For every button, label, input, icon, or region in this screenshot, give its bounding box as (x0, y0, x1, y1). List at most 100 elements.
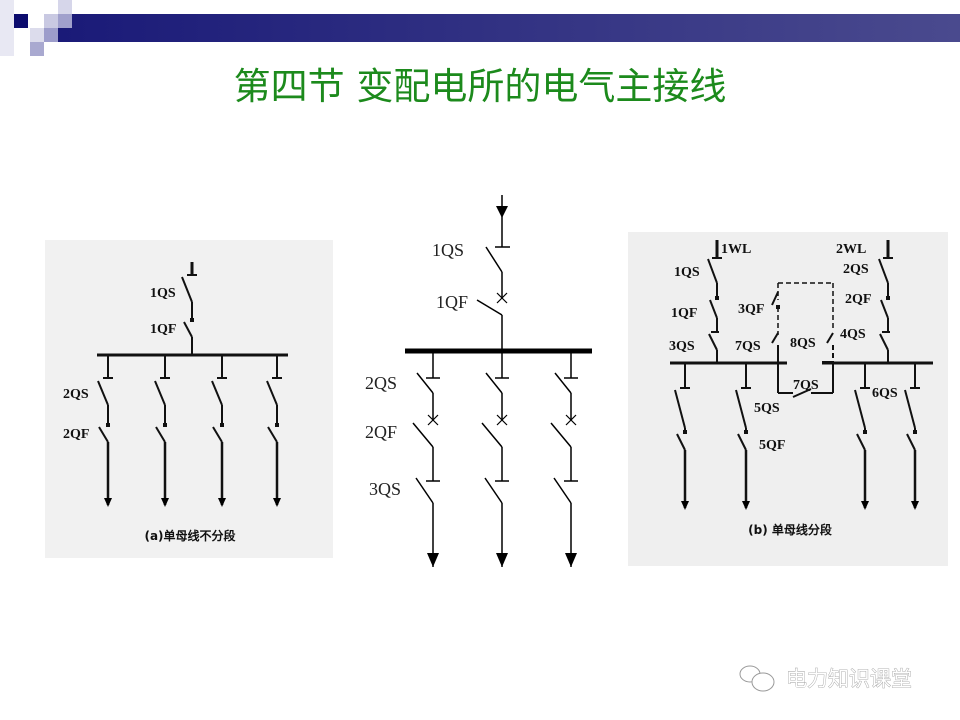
outgoing-arrow (565, 553, 577, 567)
label-8qs: 8QS (790, 336, 816, 351)
disconnector-2qs-blade (97, 380, 109, 406)
outgoing-arrow (742, 501, 750, 510)
deco-square (30, 42, 44, 56)
disconnector-blade (735, 389, 747, 429)
label-4qs: 4QS (840, 327, 866, 342)
deco-square (30, 28, 44, 42)
diagram-a (97, 262, 288, 507)
breaker-cross (427, 414, 439, 426)
deco-square (44, 28, 58, 42)
breaker-2qf-blade (550, 422, 572, 448)
label-3qs: 3QS (369, 479, 401, 499)
label-7qs: 7QS (735, 339, 761, 354)
disconnector-blade (904, 389, 916, 429)
disconnector-7qs-blade (771, 332, 779, 344)
diagram-middle (405, 195, 592, 567)
label-7qs-tie: 7QS (793, 378, 819, 393)
disconnector-3qs-blade (415, 477, 434, 504)
label-2qs: 2QS (365, 373, 397, 393)
label-1qf: 1QF (671, 306, 697, 321)
label-2qs: 2QS (843, 262, 869, 277)
disconnector-3qs-blade (484, 477, 503, 504)
breaker-blade (676, 433, 686, 451)
outgoing-arrow (496, 553, 508, 567)
outgoing-arrow (681, 501, 689, 510)
watermark-text: 电力知识课堂 (786, 667, 912, 691)
disconnector-2qs-blade (211, 380, 223, 406)
deco-square (58, 14, 72, 28)
label-1qs: 1QS (150, 286, 176, 301)
label-2qf: 2QF (63, 427, 89, 442)
breaker-2qf-blade (98, 426, 109, 443)
contact-dot (683, 430, 687, 434)
disconnector-blade (854, 389, 866, 429)
deco-square (0, 0, 14, 56)
breaker-cross (565, 414, 577, 426)
label-3qf: 3QF (738, 302, 764, 317)
contact-dot (106, 423, 110, 427)
contact-dot (275, 423, 279, 427)
contact-dot (190, 318, 194, 322)
outgoing-arrow (161, 498, 169, 507)
breaker-cross (496, 414, 508, 426)
contact-dot (863, 430, 867, 434)
breaker-blade (880, 299, 889, 319)
label-3qs: 3QS (669, 339, 695, 354)
outgoing-arrow (861, 501, 869, 510)
label-1wl: 1WL (721, 242, 751, 257)
label-5qs: 5QS (754, 401, 780, 416)
disconnector-8qs-blade (826, 332, 834, 344)
disconnector-blade (708, 333, 718, 351)
caption-a: (a)单母线不分段 (144, 528, 236, 543)
disconnector-2qs-blade (154, 380, 166, 406)
incoming-arrow (496, 206, 508, 218)
breaker-2qf-blade (412, 422, 434, 448)
contact-dot (163, 423, 167, 427)
contact-dot (715, 296, 719, 300)
breaker-1qf-blade (183, 321, 193, 338)
disconnector-2qs-blade (416, 372, 434, 394)
deco-square (44, 14, 58, 28)
outgoing-arrow (427, 553, 439, 567)
disconnector-blade (707, 258, 718, 284)
disconnector-2qs-blade (554, 372, 572, 394)
breaker-cross (496, 292, 508, 304)
label-1qs: 1QS (432, 240, 464, 260)
caption-b: (b) 单母线分段 (748, 522, 833, 537)
breaker-blade (709, 299, 718, 319)
wechat-icon (739, 665, 775, 692)
disconnector-2qs-blade (485, 372, 503, 394)
deco-square (58, 0, 72, 14)
outgoing-arrow (104, 498, 112, 507)
disconnector-blade (878, 258, 889, 284)
diagram-b-panel (628, 232, 948, 566)
label-1qf: 1QF (150, 322, 176, 337)
disconnector-1qs-blade (181, 276, 193, 303)
breaker-2qf-blade (267, 426, 278, 443)
disconnector-3qs-blade (553, 477, 572, 504)
label-2qf: 2QF (365, 422, 397, 442)
contact-dot (220, 423, 224, 427)
outgoing-arrow (911, 501, 919, 510)
breaker-2qf-blade (155, 426, 166, 443)
breaker-blade (856, 433, 866, 451)
header-decoration (0, 0, 960, 56)
disconnector-2qs-blade (266, 380, 278, 406)
slide-title: 第四节 变配电所的电气主接线 (234, 65, 727, 108)
breaker-2qf-blade (212, 426, 223, 443)
label-1qf: 1QF (436, 292, 468, 312)
label-5qf: 5QF (759, 438, 785, 453)
outgoing-arrow (273, 498, 281, 507)
breaker-blade (906, 433, 916, 451)
breaker-blade (737, 433, 747, 451)
label-1qs: 1QS (674, 265, 700, 280)
breaker-1qf-blade (476, 299, 503, 316)
deco-square (14, 14, 28, 28)
disconnector-blade (674, 389, 686, 429)
sectionalizer-blade (792, 388, 812, 398)
disconnector-1qs-blade (485, 246, 503, 273)
contact-dot (913, 430, 917, 434)
label-2qs: 2QS (63, 387, 89, 402)
